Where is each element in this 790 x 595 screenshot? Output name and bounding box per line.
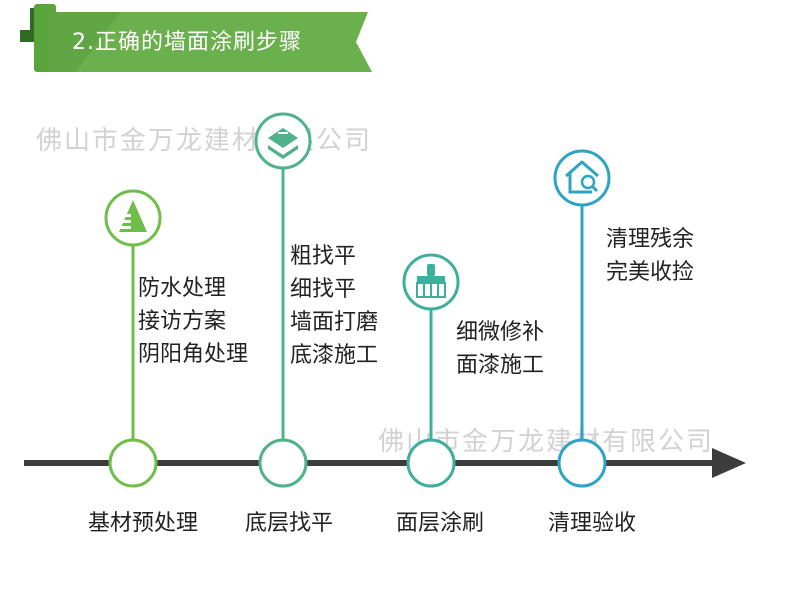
step-1-details: 防水处理 接访方案 阴阳角处理 bbox=[138, 272, 248, 371]
timeline-arrowhead bbox=[712, 448, 746, 478]
detail-item: 细找平 bbox=[290, 277, 357, 302]
layers-icon bbox=[268, 128, 298, 159]
house-inspect-icon bbox=[565, 160, 599, 194]
header-title: 2.正确的墙面涂刷步骤 bbox=[72, 30, 302, 55]
step-2-details: 粗找平 细找平 墙面打磨 底漆施工 bbox=[290, 240, 378, 372]
detail-item: 防水处理 bbox=[138, 276, 227, 301]
header-ribbon bbox=[48, 12, 372, 72]
step-2-label: 底层找平 bbox=[244, 511, 333, 536]
detail-item: 阴阳角处理 bbox=[138, 342, 249, 367]
detail-item: 清理残余 bbox=[606, 227, 695, 252]
document-stack-icon bbox=[117, 200, 147, 232]
detail-item: 面漆施工 bbox=[456, 353, 545, 378]
step-1-label: 基材预处理 bbox=[87, 511, 198, 536]
step-4-label: 清理验收 bbox=[547, 511, 636, 536]
detail-item: 完美收捡 bbox=[606, 260, 695, 285]
step-3-details: 细微修补 面漆施工 bbox=[456, 316, 544, 382]
detail-item: 墙面打磨 bbox=[290, 310, 379, 335]
header-banner bbox=[20, 4, 372, 72]
step-3-marker bbox=[402, 253, 460, 488]
paint-brush-icon bbox=[416, 264, 446, 298]
detail-item: 接访方案 bbox=[138, 309, 227, 334]
step-1-marker bbox=[104, 189, 162, 488]
watermark-text: 佛山市金万龙建材有限公司 bbox=[36, 126, 373, 156]
detail-item: 细微修补 bbox=[456, 320, 545, 345]
roller-handle-icon bbox=[20, 30, 36, 42]
step-4-marker bbox=[553, 149, 611, 488]
step-2-marker bbox=[254, 112, 312, 488]
detail-item: 粗找平 bbox=[290, 244, 357, 269]
step-4-details: 清理残余 完美收捡 bbox=[606, 223, 694, 289]
detail-item: 底漆施工 bbox=[290, 343, 379, 368]
step-3-label: 面层涂刷 bbox=[395, 511, 484, 536]
